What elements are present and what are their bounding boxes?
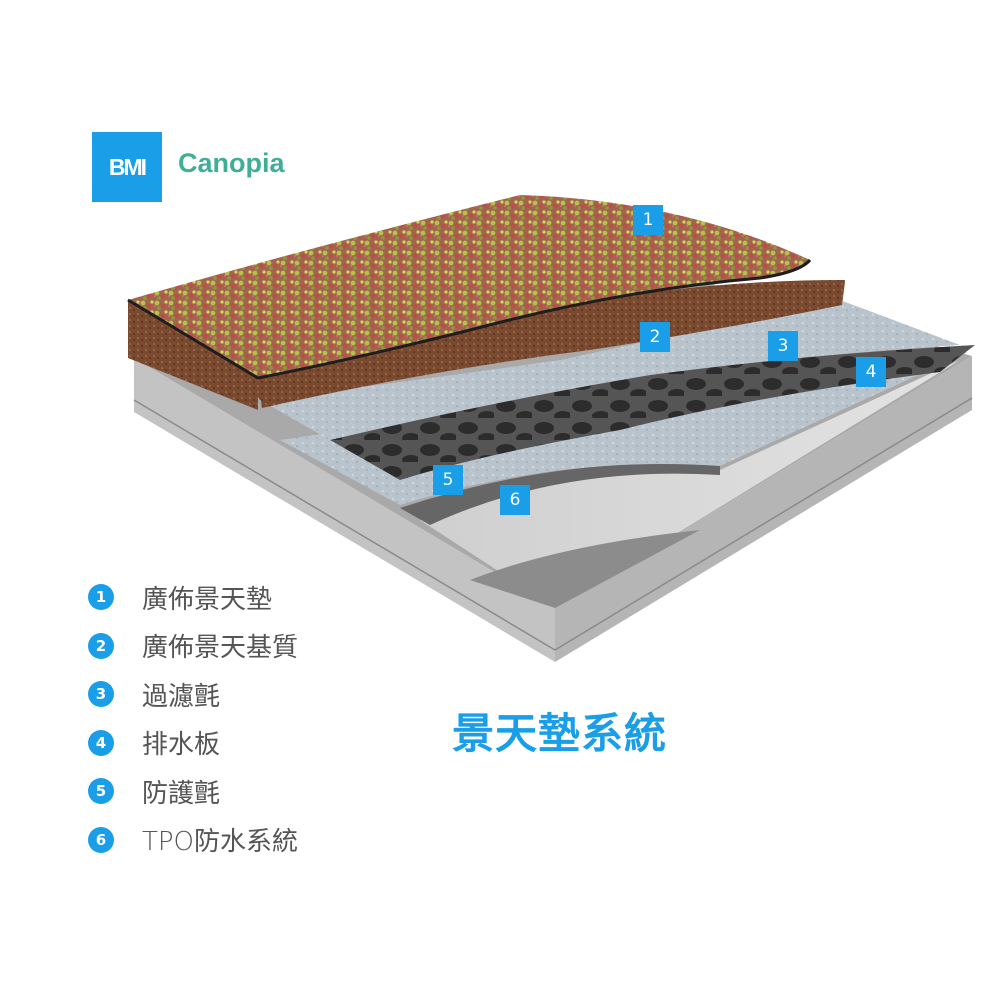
legend-item: 2 廣佈景天基質 xyxy=(88,622,298,671)
layer-badge-2: 2 xyxy=(640,322,670,352)
layer-badge-4: 4 xyxy=(856,357,886,387)
lower-band xyxy=(470,530,700,608)
legend-item: 5 防護氈 xyxy=(88,767,298,816)
layer-badge-5: 5 xyxy=(433,465,463,495)
layer-legend: 1 廣佈景天墊 2 廣佈景天基質 3 過濾氈 4 排水板 5 防護氈 6 TPO… xyxy=(88,573,298,864)
legend-label: 過濾氈 xyxy=(142,681,221,712)
layer-badge-3: 3 xyxy=(768,331,798,361)
concrete-band-light xyxy=(420,360,960,608)
sedum-mat-layer xyxy=(128,195,810,378)
legend-item: 1 廣佈景天墊 xyxy=(88,573,298,622)
legend-label: TPO防水系統 xyxy=(142,827,299,858)
substrate-front-face xyxy=(258,282,845,408)
legend-number-badge: 3 xyxy=(88,681,114,708)
legend-number-badge: 2 xyxy=(88,632,114,659)
legend-number-badge: 1 xyxy=(88,584,114,611)
bmi-logo: BMI xyxy=(92,132,162,202)
legend-label: 廣佈景天基質 xyxy=(142,633,299,664)
layer-badge-1: 1 xyxy=(633,205,663,235)
legend-number-badge: 5 xyxy=(88,778,114,805)
legend-number-badge: 4 xyxy=(88,729,114,756)
sedum-mat-side xyxy=(128,300,258,410)
slab-right-face xyxy=(555,356,972,662)
sedum-mat-edge xyxy=(127,258,812,380)
legend-label: 廣佈景天墊 xyxy=(142,584,273,615)
legend-item: 6 TPO防水系統 xyxy=(88,816,298,865)
product-name: Canopia xyxy=(178,148,285,178)
legend-number-badge: 6 xyxy=(88,826,114,853)
logo-text: BMI xyxy=(108,153,147,180)
system-title: 景天墊系統 xyxy=(452,709,668,758)
slab-left-face xyxy=(134,358,555,662)
legend-label: 排水板 xyxy=(142,730,221,761)
layer-badge-6: 6 xyxy=(500,485,530,515)
tpo-band-dark xyxy=(400,463,720,525)
drainage-board-layer xyxy=(330,345,975,480)
legend-item: 3 過濾氈 xyxy=(88,670,298,719)
legend-item: 4 排水板 xyxy=(88,719,298,768)
legend-label: 防護氈 xyxy=(142,778,221,809)
